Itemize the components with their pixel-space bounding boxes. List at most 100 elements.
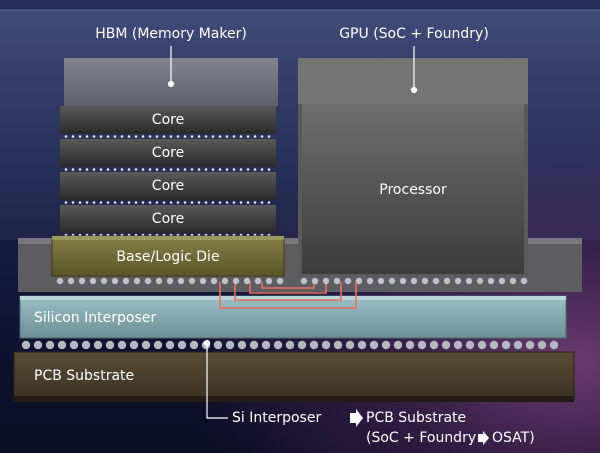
micro-bump (122, 277, 130, 285)
tsv-dot (134, 168, 138, 171)
tsv-dot (141, 201, 145, 204)
tsv-dot (183, 135, 187, 138)
micro-bump (520, 277, 528, 285)
pcb-bump (93, 340, 103, 350)
micro-bumps (56, 277, 528, 285)
pcb-bump (153, 340, 163, 350)
tsv-dot (260, 201, 264, 204)
tsv-dot (204, 168, 208, 171)
pcb-bump (177, 340, 187, 350)
micro-bump (144, 277, 152, 285)
pcb-bump (249, 340, 259, 350)
pcb-bump (309, 340, 319, 350)
interposer-wires (219, 282, 357, 309)
micro-bump (333, 277, 341, 285)
pcb-bump (525, 340, 535, 350)
core-label-3: Core (151, 178, 185, 194)
tsv-dot (197, 135, 201, 138)
pcb-bump (321, 340, 331, 350)
tsv-dot (211, 135, 215, 138)
pcb-bump (213, 340, 223, 350)
tsv-dot (267, 135, 271, 138)
tsv-dot (169, 201, 173, 204)
core-label-1: Core (151, 112, 185, 128)
tsv-dot (148, 201, 152, 204)
tsv-dot (71, 168, 75, 171)
tsv-dot (106, 201, 110, 204)
tsv-dot (162, 168, 166, 171)
pcb-bump (225, 340, 235, 350)
tsv-dot (239, 201, 243, 204)
micro-bump (476, 277, 484, 285)
pcb-bump (129, 340, 139, 350)
pcb-bump (453, 340, 463, 350)
tsv-dot (176, 135, 180, 138)
pcb-bump (513, 340, 523, 350)
tsv-dot (71, 201, 75, 204)
tsv-dot (218, 168, 222, 171)
tsv-dot (260, 135, 264, 138)
pcb-bumps (21, 340, 559, 350)
tsv-dot (127, 135, 131, 138)
micro-bump (344, 277, 352, 285)
tsv-dot (211, 201, 215, 204)
tsv-dot (246, 135, 250, 138)
pcb-label: PCB Substrate (34, 368, 135, 384)
micro-bump (89, 277, 97, 285)
tsv-dot (176, 201, 180, 204)
tsv-dot (92, 201, 96, 204)
pcb-bump (165, 340, 175, 350)
micro-bump (366, 277, 374, 285)
tsv-dot (148, 168, 152, 171)
tsv-dot (64, 135, 68, 138)
tsv-dot (64, 168, 68, 171)
micro-bump (388, 277, 396, 285)
hbm-label: HBM (Memory Maker) (95, 26, 247, 42)
tsv-dot (162, 135, 166, 138)
tsv-dot (78, 168, 82, 171)
pcb-bump (21, 340, 31, 350)
tsv-dot (260, 168, 264, 171)
pcb-bump (297, 340, 307, 350)
tsv-dot (141, 135, 145, 138)
micro-bump (454, 277, 462, 285)
tsv-dot (246, 168, 250, 171)
pcb-bump (141, 340, 151, 350)
tsv-dot (148, 135, 152, 138)
micro-bump (399, 277, 407, 285)
tsv-dot (204, 201, 208, 204)
micro-bump (498, 277, 506, 285)
pcb-bump (345, 340, 355, 350)
micro-bump (133, 277, 141, 285)
micro-bump (410, 277, 418, 285)
micro-bump (276, 277, 284, 285)
tsv-dot (106, 168, 110, 171)
pcb-bump (381, 340, 391, 350)
micro-bump (322, 277, 330, 285)
micro-bump (243, 277, 251, 285)
pcb-bump (81, 340, 91, 350)
note-leader (206, 344, 228, 419)
tsv-dot (85, 168, 89, 171)
tsv-dot (169, 135, 173, 138)
pcb-bump (117, 340, 127, 350)
pcb-bump (237, 340, 247, 350)
pcb-bump (477, 340, 487, 350)
hbm-stack (60, 106, 276, 237)
micro-bump (210, 277, 218, 285)
tsv-dot (190, 168, 194, 171)
pcb-bump (105, 340, 115, 350)
pcb-bump (33, 340, 43, 350)
micro-bump (254, 277, 262, 285)
tsv-dot (134, 201, 138, 204)
pcb-bump (45, 340, 55, 350)
pcb-bump (537, 340, 547, 350)
micro-bump (311, 277, 319, 285)
processor-label: Processor (379, 182, 447, 198)
pcb-bump (333, 340, 343, 350)
note-line1-from: Si Interposer (232, 410, 322, 426)
silicon-interposer (19, 295, 567, 339)
micro-bump (465, 277, 473, 285)
tsv-dot (197, 168, 201, 171)
tsv-dot (113, 201, 117, 204)
